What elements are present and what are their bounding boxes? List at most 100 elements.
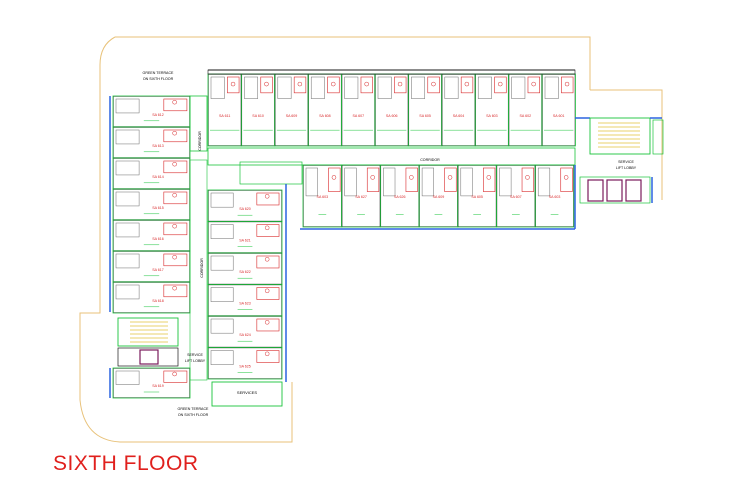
unit-left-5-bed [115,222,140,238]
unit-left-4-bath [163,191,188,205]
unit-top-6-room [374,73,409,147]
right-lift-car-2 [606,179,623,202]
site-boundary-left [79,36,293,443]
unit-top-1-bath [227,76,240,94]
unit-top-1-room [207,73,242,147]
unit-left-4-wall [113,189,190,220]
unit-mid-6-bath [521,167,534,192]
stair-and-lift-cores [117,117,664,367]
unit-inner-3-basin [264,257,270,262]
room-partitions [109,69,590,407]
right-core-shaft [652,119,664,155]
unit-inner-1-bed [210,192,234,208]
unit-top-10-bed [511,76,526,99]
site-boundary-top [115,36,591,90]
site-boundary-right [590,89,663,200]
unit-mid-7-room [534,164,575,228]
unit-label-inner-1: SA 620 [239,207,251,211]
unit-left-6-bed [115,253,140,269]
left-lift-car [139,349,159,365]
unit-label-top-7: SA 605 [419,114,431,118]
unit-mid-7-wall [535,165,574,227]
pantry-block [239,161,303,185]
unit-top-6-wall [375,74,409,146]
unit-mid-1-basin [331,175,337,180]
unit-label-mid-4: SA 609 [433,195,445,199]
services-label: SERVICES [237,390,257,395]
terrace-bottom-label-2: ON SIXTH FLOOR [178,413,209,417]
unit-top-11-basin [564,81,570,87]
unit-left-7-basin [172,285,177,291]
top-row-facade [207,69,576,75]
unit-mid-3-wall [380,165,419,227]
unit-top-6-bed [377,76,392,99]
unit-inner-2-bath [256,224,280,237]
unit-left-5-wall [113,220,190,251]
unit-top-2-bed [244,76,259,99]
unit-mid-5-basin [486,175,492,180]
unit-mid-4-bath [444,167,457,192]
unit-label-left-1: SA 612 [152,113,164,117]
unit-top-7-bed [411,76,426,99]
unit-inner-5-wall [208,316,282,348]
unit-label-inner-3: SA 622 [239,270,251,274]
unit-top-5-wall [341,74,375,146]
unit-mid-7-basin [563,175,569,180]
unit-mid-3-bed [383,167,396,197]
unit-inner-6-bath [256,350,280,363]
left-stair-enclosure [117,317,179,347]
unit-label-mid-6: SA 607 [510,195,522,199]
site-outline [79,36,663,443]
unit-label-inner-4: SA 623 [239,302,251,306]
unit-label-top-5: SA 607 [353,114,365,118]
unit-left-2-wall [113,127,190,158]
unit-label-left-2: SA 613 [152,144,164,148]
terrace-bottom-label-1: GREEN TERRACE [178,407,209,411]
unit-left-7-bed [115,284,140,300]
unit-left-4-basin [172,192,177,198]
right-lift-lobby [579,176,651,204]
unit-left-6-bath [163,253,188,267]
unit-top-9-bed [477,76,492,99]
unit-mid-3-basin [409,175,414,180]
unit-inner-2-wall [208,221,282,253]
unit-inner-1-wall [208,190,282,222]
unit-label-left-6: SA 617 [152,268,164,272]
corridor-top-outline [207,147,576,166]
unit-left-1-basin [172,99,177,105]
corridor-mid-label: CORRIDOR [200,258,204,278]
unit-top-2-wall [241,74,275,146]
unit-top-9-bath [494,76,507,94]
unit-label-inner-5: SA 624 [239,333,251,337]
unit-top-7-bath [427,76,440,94]
services-room [211,381,283,407]
unit-top-8-basin [464,81,470,87]
unit-left-4-room [112,188,191,221]
unit-inner-6-wall [208,347,282,379]
unit-left-3-room [112,157,191,190]
unit-top-2-basin [264,81,269,87]
unit-top-7-room [407,73,443,147]
unit-left-8-bed [115,370,140,385]
unit-mid-6-basin [525,175,530,180]
unit-left-5-bath [163,222,188,236]
unit-mid-4-wall [419,165,458,227]
unit-label-left-7: SA 618 [152,299,164,303]
unit-top-1-basin [230,81,236,87]
unit-left-3-basin [172,161,177,167]
unit-inner-4-basin [264,288,270,294]
service-lift-left-label-2: LIFT LOBBY [185,359,206,363]
unit-inner-4-room [207,284,283,317]
unit-left-4-bed [115,191,140,207]
unit-label-mid-3: SA 626 [394,195,406,199]
unit-top-6-bath [394,76,407,94]
unit-top-2-room [240,73,276,147]
unit-top-11-bed [544,76,559,99]
unit-top-4-wall [308,74,342,146]
unit-top-7-wall [408,74,442,146]
unit-inner-2-bed [210,224,234,239]
service-lift-right-label-2: LIFT LOBBY [616,166,637,170]
unit-label-top-11: SA 601 [553,114,565,118]
unit-left-1-bed [115,98,140,114]
